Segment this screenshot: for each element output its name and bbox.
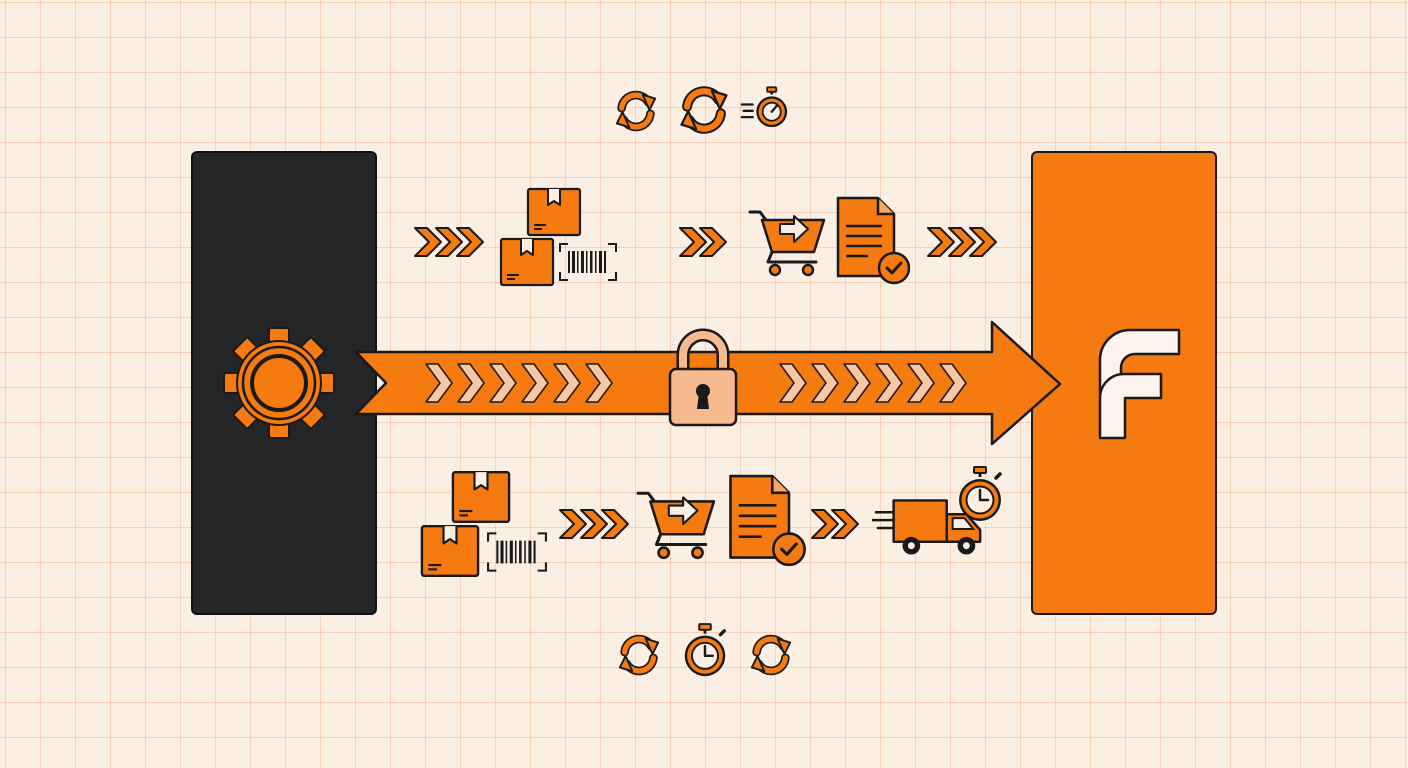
barcode-icon	[558, 242, 618, 282]
sync-icon	[613, 88, 659, 134]
sync-icon	[616, 632, 662, 678]
sync-icon	[677, 83, 731, 137]
stopwatch-icon	[952, 466, 1008, 526]
cart-icon	[636, 487, 718, 561]
gear-icon	[223, 327, 335, 439]
chevrons-icon	[558, 506, 630, 542]
light-chevrons-left	[425, 363, 613, 403]
chevrons-icon	[678, 224, 728, 260]
cart-icon	[748, 206, 828, 278]
chevrons-icon	[810, 506, 860, 542]
box-icon	[526, 187, 582, 237]
chevrons-icon	[413, 224, 485, 260]
document-check-icon	[834, 196, 910, 286]
stopwatch-icon	[678, 623, 732, 681]
box-icon	[419, 524, 481, 578]
f-logo-icon	[1098, 328, 1181, 440]
document-check-icon	[726, 474, 806, 568]
chevrons-icon	[926, 224, 998, 260]
barcode-icon	[486, 530, 548, 574]
sync-icon	[748, 632, 794, 678]
padlock-icon	[668, 328, 738, 427]
light-chevrons-right	[779, 363, 967, 403]
box-icon	[450, 470, 512, 524]
fast-stopwatch-icon	[740, 86, 798, 132]
box-icon	[498, 237, 556, 287]
